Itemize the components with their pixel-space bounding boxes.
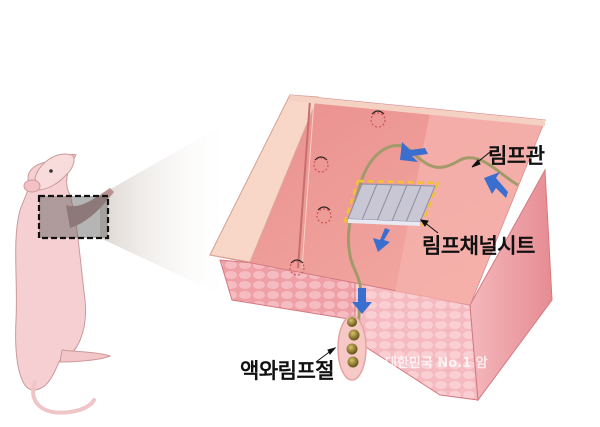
arrow-icon (373, 228, 390, 252)
suture-marks (289, 110, 386, 276)
label-lymphatic-vessel: 림프관 (488, 144, 545, 168)
axillary-lymph-node (337, 315, 367, 381)
arrow-icon (400, 142, 428, 162)
label-axillary-lymph-node: 액와림프절 (240, 359, 335, 383)
arrow-icon (352, 288, 372, 314)
mouse-icon (15, 153, 114, 415)
lymph-channel-sheet (343, 179, 440, 227)
projection-beam (100, 120, 232, 300)
arrow-icon (484, 172, 508, 198)
watermark: 대한민국 No.1 암 (385, 356, 488, 371)
selection-box (37, 194, 110, 240)
flow-arrows (352, 142, 508, 314)
leader-lines (315, 151, 491, 363)
label-lymph-channel-sheet: 림프채널시트 (422, 234, 535, 258)
skin-block (209, 94, 553, 402)
